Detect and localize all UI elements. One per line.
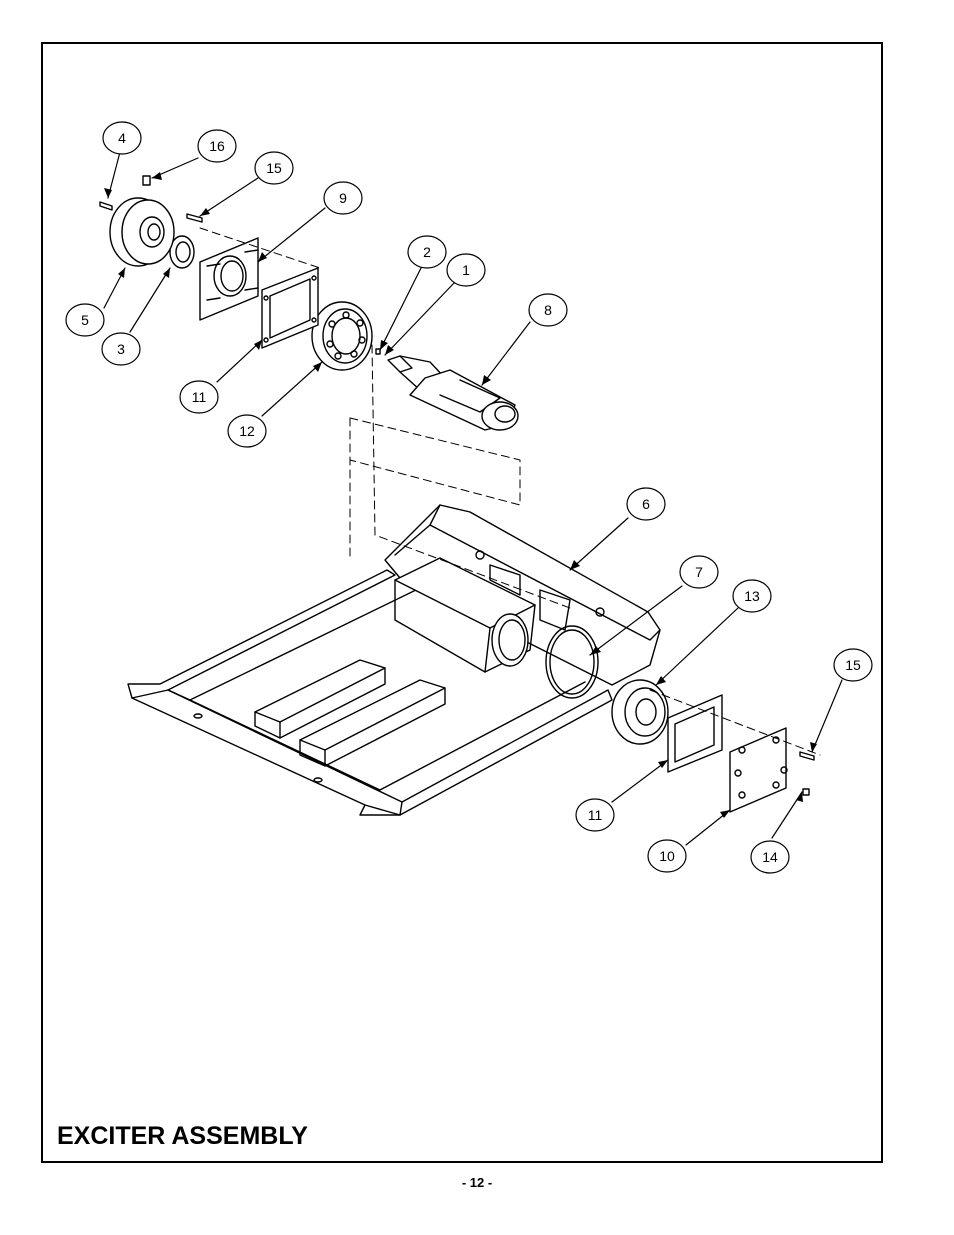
leader-lines <box>103 151 843 846</box>
retaining-ring <box>545 625 599 699</box>
bearing-cover-plate <box>199 237 259 321</box>
callout-12: 12 <box>239 423 255 439</box>
callout-1: 1 <box>462 262 470 278</box>
gasket-right <box>667 694 723 773</box>
eccentric-shaft <box>387 355 519 431</box>
set-screw <box>142 175 151 186</box>
callout-3: 3 <box>117 341 125 357</box>
nut <box>802 788 810 796</box>
callout-10: 10 <box>659 848 675 864</box>
callout-9: 9 <box>339 190 347 206</box>
callout-6: 6 <box>642 496 650 512</box>
shaft-key <box>375 348 381 355</box>
cover-plate-right <box>729 727 788 813</box>
page-number: - 12 - <box>461 1175 493 1190</box>
callout-11-left: 11 <box>192 389 207 405</box>
page-frame <box>41 42 883 1163</box>
gasket-left <box>261 267 319 349</box>
key <box>99 201 113 211</box>
bearing-left <box>311 301 373 371</box>
callout-11-right: 11 <box>588 807 603 823</box>
callout-14: 14 <box>762 849 778 865</box>
leader-arrowheads <box>104 172 817 818</box>
callout-2: 2 <box>423 244 431 260</box>
callout-4: 4 <box>118 130 126 146</box>
callout-15-right: 15 <box>845 657 861 673</box>
callout-8: 8 <box>544 302 552 318</box>
bearing-right <box>611 679 669 745</box>
assembly-lines <box>199 227 821 756</box>
callout-16: 16 <box>209 138 225 154</box>
callout-5: 5 <box>81 312 89 328</box>
callout-15-top: 15 <box>266 160 282 176</box>
pulley <box>109 197 175 267</box>
exciter-housing <box>384 504 661 686</box>
cap-screw-left <box>186 213 203 223</box>
seal <box>169 235 195 269</box>
cap-screw-right <box>799 751 815 761</box>
base-plate <box>127 569 613 816</box>
page-title: EXCITER ASSEMBLY <box>57 1122 308 1150</box>
callout-7: 7 <box>695 564 703 580</box>
callout-circles <box>65 121 873 874</box>
callout-13: 13 <box>744 588 760 604</box>
